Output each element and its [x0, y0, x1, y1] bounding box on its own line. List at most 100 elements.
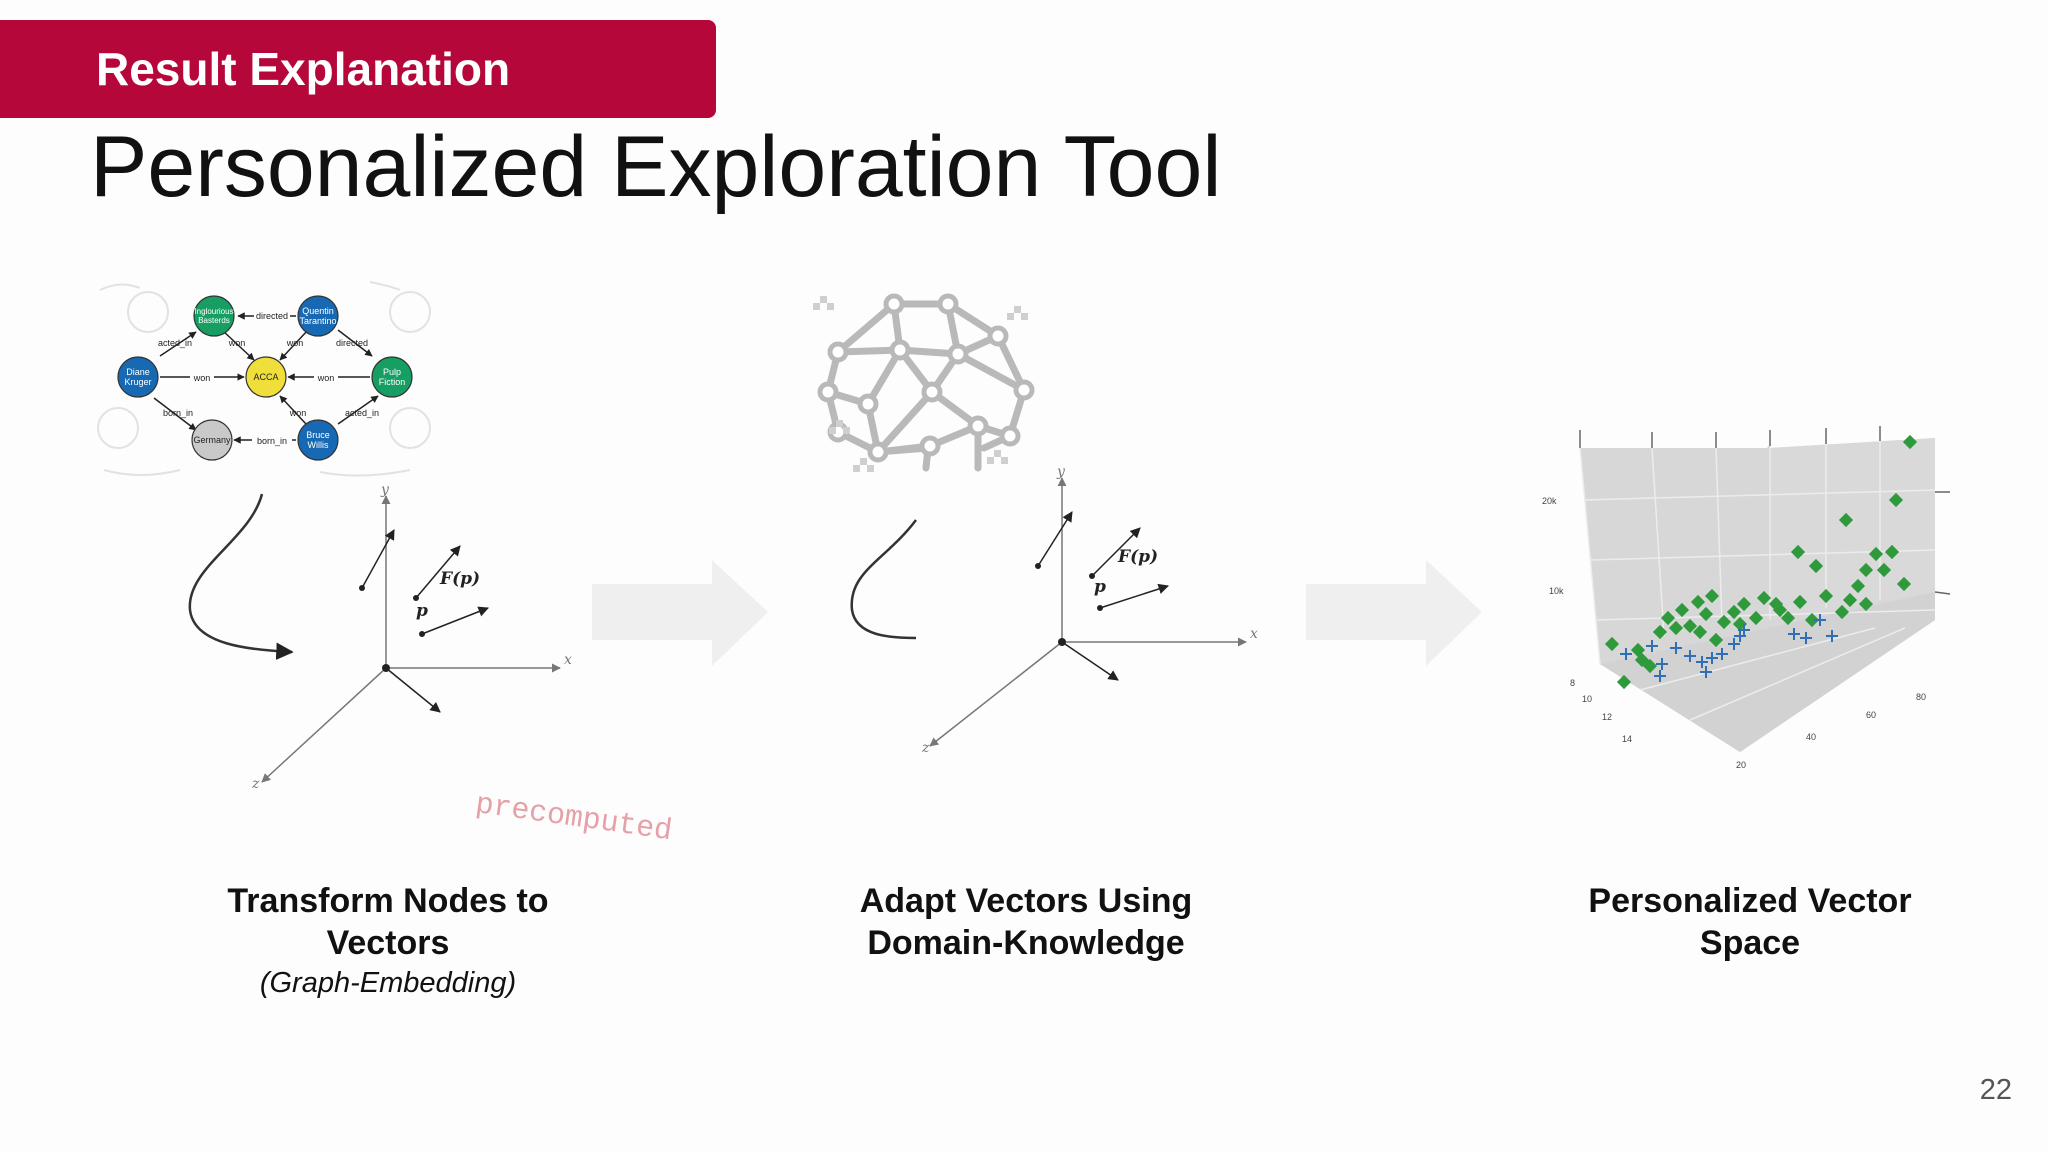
- scatter-point-diamond: [1604, 636, 1620, 652]
- axis-label-x: x: [564, 652, 572, 668]
- scatter-point-diamond: [1858, 562, 1874, 578]
- graph-node-acca: ACCA: [245, 356, 287, 398]
- scatter-tick: 12: [1602, 712, 1612, 722]
- brain-network-icon: [813, 293, 1035, 472]
- axis-label-z: z: [921, 740, 930, 756]
- svg-text:Basterds: Basterds: [198, 316, 230, 325]
- scatter-point-diamond: [1736, 596, 1752, 612]
- scatter-point-cross: [1706, 652, 1718, 664]
- scatter-point-diamond: [1748, 610, 1764, 626]
- svg-text:Kruger: Kruger: [124, 377, 151, 387]
- svg-text:Willis: Willis: [308, 440, 329, 450]
- scatter-tick: 8: [1570, 678, 1575, 688]
- edge-label: born_in: [163, 408, 193, 418]
- scatter-point-cross: [1620, 648, 1632, 660]
- step-caption-3: Personalized Vector Space: [1560, 880, 1940, 964]
- scatter-point-diamond: [1756, 590, 1772, 606]
- graph-node-pulp-fiction: Pulp Fiction: [371, 356, 413, 398]
- scatter-point-diamond: [1708, 632, 1724, 648]
- scatter-point-cross: [1716, 648, 1728, 660]
- curved-arrow-2: [850, 519, 917, 640]
- step-arrow-1: [592, 560, 768, 666]
- step-caption-2: Adapt Vectors Using Domain-Knowledge: [836, 880, 1216, 964]
- scatter-tick: 20k: [1542, 496, 1557, 506]
- scatter-point-diamond: [1804, 612, 1820, 628]
- section-label: Result Explanation: [96, 43, 511, 95]
- scatter-point-cross: [1670, 642, 1682, 654]
- scatter-tick: 20: [1736, 760, 1746, 770]
- scatter-points: [1604, 434, 1918, 690]
- scatter-point-diamond: [1698, 606, 1714, 622]
- knowledge-graph: directed acted_in won won directed won w…: [97, 281, 431, 477]
- edge-label: acted_in: [345, 408, 379, 418]
- step-caption-line: Space: [1699, 924, 1801, 962]
- scatter-3d-plot: 20k 10k 8 10 12 14 20 40 60 80: [1542, 426, 1951, 770]
- page-title: Personalized Exploration Tool: [90, 119, 1222, 215]
- vector-label-p: p: [416, 601, 428, 621]
- svg-text:Germany: Germany: [193, 435, 231, 445]
- step-arrow-2: [1306, 560, 1482, 666]
- edge-label: won: [289, 408, 307, 418]
- scatter-point-diamond: [1818, 588, 1834, 604]
- vector-label-fp: F(p): [439, 569, 480, 589]
- axis-label-y: y: [1056, 464, 1066, 480]
- scatter-point-diamond: [1692, 624, 1708, 640]
- scatter-point-diamond: [1808, 558, 1824, 574]
- scatter-tick: 10k: [1549, 586, 1564, 596]
- graph-node-quentin-tarantino: Quentin Tarantino: [297, 295, 339, 337]
- scatter-point-diamond: [1838, 512, 1854, 528]
- scatter-point-diamond: [1876, 562, 1892, 578]
- scatter-point-diamond: [1780, 610, 1796, 626]
- graph-node-diane-kruger: Diane Kruger: [117, 356, 159, 398]
- svg-text:Tarantino: Tarantino: [299, 316, 336, 326]
- scatter-point-cross: [1738, 624, 1750, 636]
- edge-label: won: [228, 338, 246, 348]
- scatter-point-diamond: [1902, 434, 1918, 450]
- step-caption-sub: (Graph-Embedding): [259, 967, 517, 999]
- scatter-point-cross: [1788, 628, 1800, 640]
- section-banner: Result Explanation: [0, 20, 716, 118]
- faded-background-nodes: [97, 281, 431, 477]
- axis-label-y: y: [380, 482, 390, 498]
- scatter-point-cross: [1654, 670, 1666, 682]
- scatter-point-diamond: [1842, 592, 1858, 608]
- edge-label: acted_in: [158, 338, 192, 348]
- scatter-point-diamond: [1884, 544, 1900, 560]
- scatter-point-cross: [1826, 630, 1838, 642]
- scatter-point-cross: [1700, 666, 1712, 678]
- scatter-point-diamond: [1616, 674, 1632, 690]
- scatter-point-diamond: [1674, 602, 1690, 618]
- scatter-point-diamond: [1704, 588, 1720, 604]
- scatter-point-cross: [1656, 658, 1668, 670]
- svg-text:Diane: Diane: [126, 367, 150, 377]
- scatter-tick: 14: [1622, 734, 1632, 744]
- scatter-point-diamond: [1888, 492, 1904, 508]
- scatter-point-diamond: [1668, 620, 1684, 636]
- axis-label-z: z: [251, 776, 260, 792]
- graph-node-germany: Germany: [191, 419, 233, 461]
- svg-text:Pulp: Pulp: [383, 367, 401, 377]
- vector-label-p: p: [1094, 577, 1106, 597]
- edge-label: born_in: [257, 436, 287, 446]
- scatter-point-diamond: [1690, 594, 1706, 610]
- step-caption-1: Transform Nodes to Vectors (Graph-Embedd…: [200, 880, 576, 1002]
- axis-label-x: x: [1250, 626, 1258, 642]
- scatter-point-cross: [1696, 656, 1708, 668]
- edge-label: won: [317, 373, 335, 383]
- scatter-tick: 40: [1806, 732, 1816, 742]
- page-number: 22: [1979, 1074, 2012, 1106]
- scatter-point-cross: [1646, 640, 1658, 652]
- svg-text:ACCA: ACCA: [253, 372, 278, 382]
- scatter-point-diamond: [1726, 604, 1742, 620]
- scatter-point-diamond: [1682, 618, 1698, 634]
- step-caption-line: Domain-Knowledge: [867, 924, 1185, 962]
- vector-space-1: y x z F(p) p: [251, 482, 572, 792]
- graph-node-bruce-willis: Bruce Willis: [297, 419, 339, 461]
- scatter-point-diamond: [1634, 652, 1650, 668]
- graph-node-inglourious-basterds: Inglourious Basterds: [193, 295, 235, 337]
- vector-space-2: y x z F(p) p: [921, 464, 1258, 756]
- scatter-tick: 60: [1866, 710, 1876, 720]
- step-caption-line: Personalized Vector: [1588, 882, 1912, 920]
- scatter-point-diamond: [1792, 594, 1808, 610]
